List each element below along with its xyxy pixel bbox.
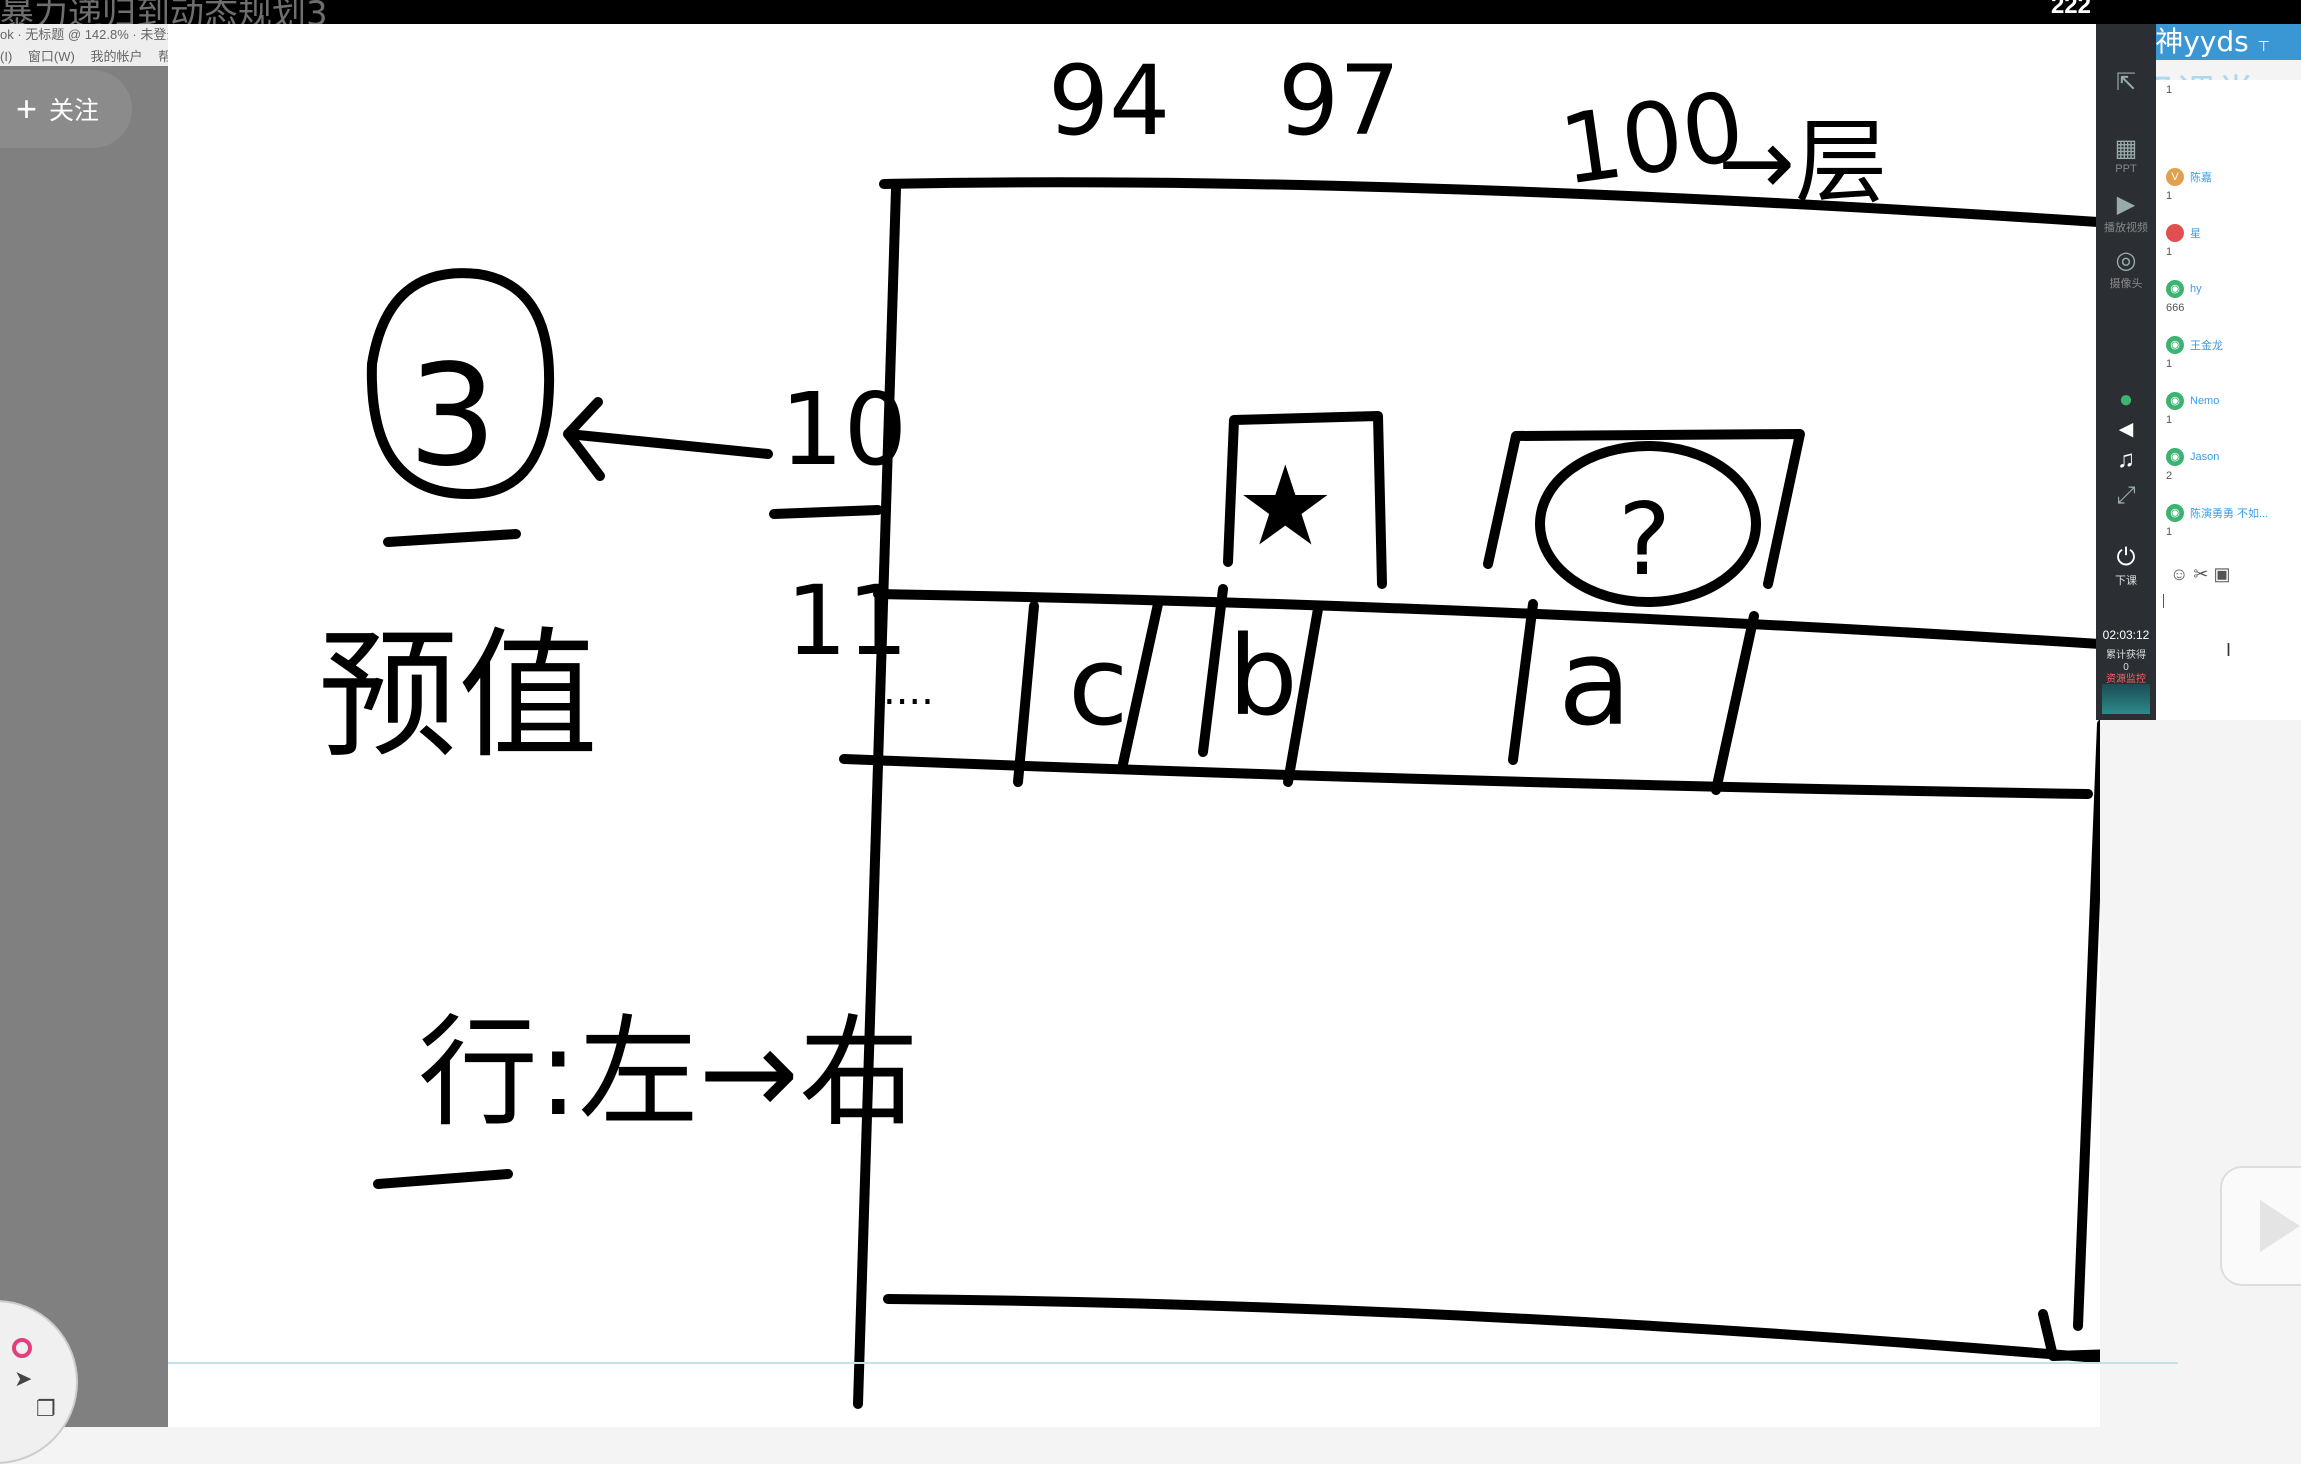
chat-nick[interactable]: 陈嘉: [2190, 172, 2212, 184]
chat-toolbar: ☺ ✂ ▣: [2170, 564, 2231, 585]
chat-text: 2: [2166, 470, 2173, 483]
pointer-icon[interactable]: ➤: [14, 1366, 33, 1391]
table-left-line: [853, 184, 901, 1409]
wechat-icon[interactable]: ◉: [2166, 504, 2184, 522]
chat-message: ◉ 陈演勇勇 不如... 1: [2166, 504, 2301, 538]
top-label-100: 100: [1554, 70, 1751, 206]
chat-message: V 陈嘉 1: [2166, 168, 2301, 202]
left-text-preset: 预值: [318, 615, 598, 778]
menu-bar: ok · 无标题 @ 142.8% · 未登录 (I) 窗口(W) 我的帐户 帮…: [0, 24, 202, 66]
whiteboard-canvas[interactable]: 94 97 100 →层 10 11 3 预值 行:左→右 c b a ....…: [168, 24, 2100, 1427]
chat-message: 1: [2166, 80, 2301, 96]
cell-a: a: [1558, 614, 1632, 753]
teacher-toolbar: ⇱ ▦PPT ▶播放视频 ◎摄像头 ● ◄ ♫ ⤢ ⏻下课 02:03:12 累…: [2096, 24, 2156, 720]
chat-input[interactable]: [2163, 594, 2164, 608]
chat-nick[interactable]: Jason: [2190, 451, 2220, 463]
ppt-button[interactable]: ▦PPT: [2096, 134, 2156, 175]
camera-button[interactable]: ◎摄像头: [2096, 246, 2156, 291]
end-class-button[interactable]: ⏻下课: [2096, 544, 2156, 588]
play-icon: [2260, 1200, 2300, 1252]
divider-line: [168, 1362, 2178, 1364]
copy-icon[interactable]: ❐: [36, 1396, 56, 1421]
wechat-icon[interactable]: ◉: [2166, 448, 2184, 466]
question-mark: ?: [1618, 481, 1671, 598]
follow-label: 关注: [49, 97, 100, 125]
cell-dots: ....: [883, 668, 934, 714]
wechat-icon[interactable]: ◉: [2166, 336, 2184, 354]
chat-nick[interactable]: Nemo: [2190, 395, 2220, 407]
chat-message: ◉ Jason 2: [2166, 448, 2301, 482]
avatar[interactable]: [2166, 224, 2184, 242]
menu-item-account[interactable]: 我的帐户: [90, 49, 143, 64]
chat-text: 1: [2166, 246, 2173, 259]
top-label-94: 94: [1048, 45, 1170, 157]
chat-text: 1: [2166, 190, 2173, 203]
table-corner: [2038, 1309, 2100, 1361]
chat-message: 星 1: [2166, 224, 2301, 258]
left-panel: [0, 66, 168, 1427]
screen-share-icon[interactable]: ⇱: [2115, 69, 2137, 96]
wechat-icon[interactable]: ◉: [2166, 280, 2184, 298]
top-label-97: 97: [1278, 45, 1400, 157]
wechat-icon[interactable]: ◉: [2166, 392, 2184, 410]
chat-text: 1: [2166, 358, 2173, 371]
star-mark: ★: [1236, 442, 1335, 570]
chat-message: ◉ hy 666: [2166, 280, 2301, 314]
fullscreen-icon[interactable]: ⤢: [2116, 482, 2136, 509]
menu-item-i[interactable]: (I): [0, 49, 13, 64]
plus-icon: +: [16, 88, 38, 129]
video-button[interactable]: ▶播放视频: [2096, 190, 2156, 235]
chat-panel: 1 V 陈嘉 1 星 1 ◉ hy 666 ◉ 王金龙 1 ◉ Nemo 1 ◉ Jaso…: [2156, 80, 2301, 720]
table-top-line: [879, 177, 2100, 227]
top-label-layer: →层: [1718, 109, 1887, 216]
title-bar: 暴力递归到动态规划3 222: [0, 0, 2301, 34]
power-icon: ⏻: [2116, 544, 2136, 571]
whiteboard-drawing: 94 97 100 →层 10 11 3 预值 行:左→右 c b a ....…: [318, 45, 2100, 1409]
chat-message: ◉ Nemo 1: [2166, 392, 2301, 426]
ppt-icon: ▦: [2114, 135, 2138, 162]
resource-graph: [2102, 684, 2150, 714]
chat-text: 1: [2166, 84, 2173, 96]
avatar[interactable]: V: [2166, 168, 2184, 186]
cell-b: b: [1228, 612, 1298, 740]
text-cursor-icon: I: [2226, 640, 2232, 660]
left-number-11: 11: [786, 565, 908, 677]
speaker-icon[interactable]: ◄: [2114, 416, 2138, 443]
emoji-icon[interactable]: ☺: [2170, 564, 2189, 584]
circled-digit: 3: [408, 335, 497, 498]
chat-text: 1: [2166, 526, 2173, 539]
image-icon[interactable]: ▣: [2213, 564, 2231, 584]
follow-button[interactable]: + 关注: [0, 70, 132, 148]
chat-nick[interactable]: 陈演勇勇 不如...: [2190, 508, 2269, 520]
video-icon: ▶: [2116, 191, 2136, 218]
stats-block: 累计获得 0 资源监控: [2106, 650, 2146, 685]
status-line: ok · 无标题 @ 142.8% · 未登录: [0, 27, 180, 42]
table-right-line: [2073, 719, 2100, 1331]
chat-nick[interactable]: hy: [2190, 283, 2202, 295]
left-number-10: 10: [780, 371, 907, 488]
play-button[interactable]: [2220, 1166, 2301, 1286]
music-icon[interactable]: ♫: [2117, 446, 2135, 473]
class-timer: 02:03:12: [2102, 628, 2150, 642]
chat-text: 666: [2166, 302, 2185, 315]
color-picker-icon[interactable]: [12, 1338, 32, 1358]
chat-nick[interactable]: 星: [2190, 228, 2201, 240]
chat-nick[interactable]: 王金龙: [2190, 340, 2223, 352]
viewer-count: 222: [2050, 0, 2091, 19]
scissors-icon[interactable]: ✂: [2193, 564, 2209, 584]
menu-item-window[interactable]: 窗口(W): [27, 49, 75, 64]
chat-text: 1: [2166, 414, 2173, 427]
row-top-line: [873, 589, 2100, 649]
pin-icon[interactable]: ⊤: [2257, 39, 2270, 55]
row-bottom-line: [839, 754, 2093, 799]
chat-message: ◉ 王金龙 1: [2166, 336, 2301, 370]
camera-icon: ◎: [2115, 247, 2137, 274]
mic-icon[interactable]: ●: [2118, 386, 2134, 413]
cell-c: c: [1068, 622, 1128, 750]
table-bottom-line: [883, 1294, 2100, 1364]
left-text-row: 行:左→右: [418, 1004, 919, 1143]
